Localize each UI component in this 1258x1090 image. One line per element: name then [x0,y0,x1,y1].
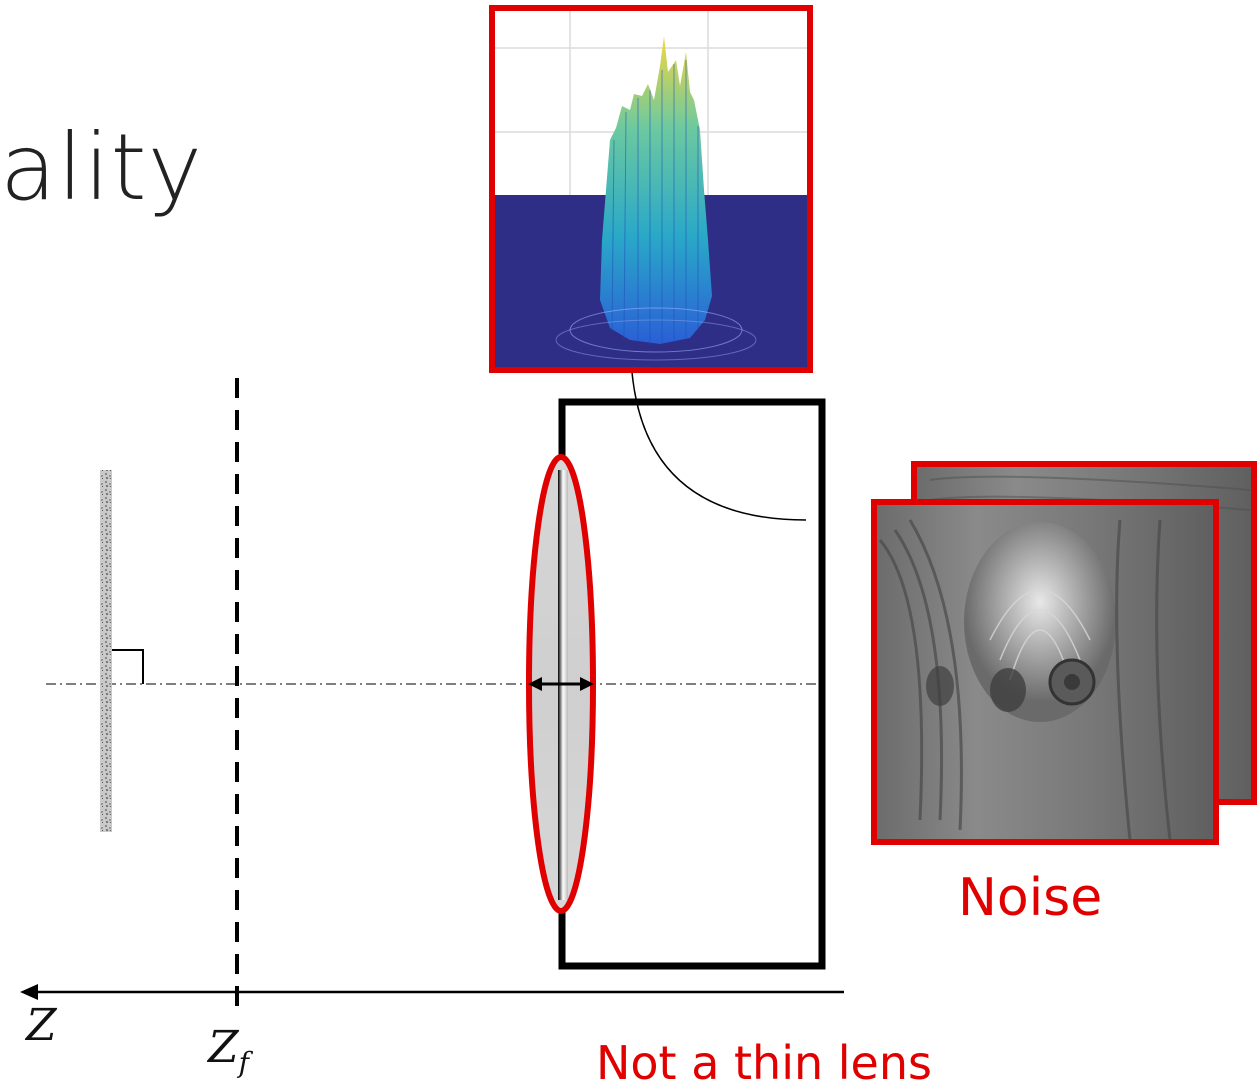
z-axis-arrowhead [20,984,38,1000]
slide-title-fragment: ality [0,114,204,221]
z-axis-label: Z [26,1000,57,1051]
focal-label-base: Z [208,1022,239,1073]
not-thin-lens-label: Not a thin lens [596,1036,932,1090]
right-angle-mark [112,649,144,684]
surface-peak [600,36,712,344]
focal-plane-label: Zf [208,1022,249,1079]
surface-plot-inset [489,5,813,373]
connector-curve [631,371,807,521]
image-stack [871,461,1257,845]
thickness-arrowhead-right [580,677,594,691]
focal-label-sub: f [238,1045,249,1079]
noise-label: Noise [958,868,1103,928]
surface-plot-frame [489,5,813,373]
thickness-arrowhead-left [528,677,542,691]
object-plane [100,470,112,832]
